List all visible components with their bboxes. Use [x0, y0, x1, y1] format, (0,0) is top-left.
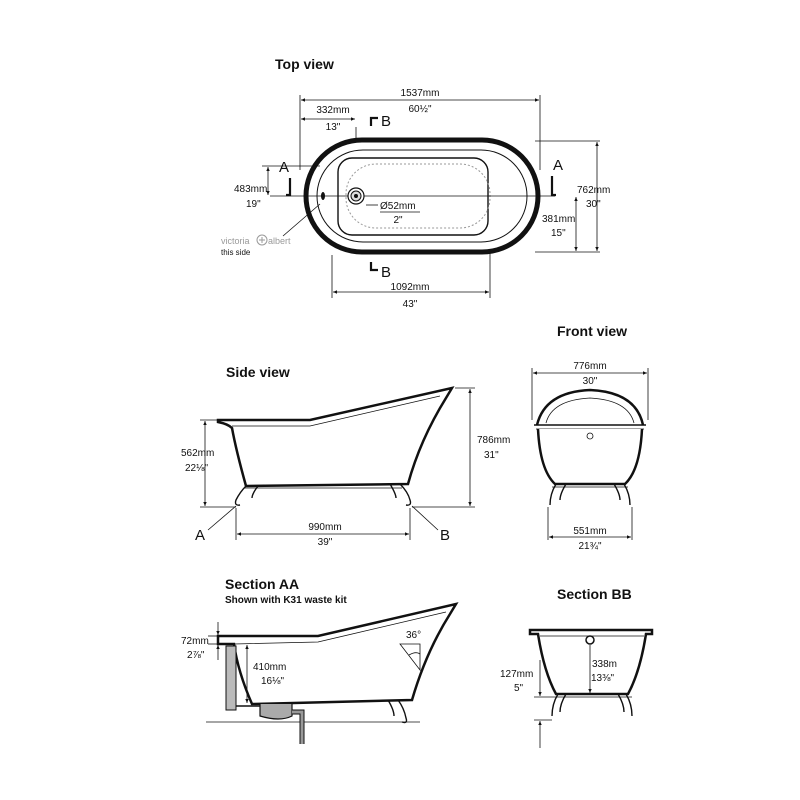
bb-depth-mm: 338m [592, 659, 617, 670]
top-width-in: 30" [583, 376, 598, 387]
inner-length-mm: 1092mm [391, 282, 430, 293]
aa-depth-in: 16⅛" [261, 676, 284, 687]
logo-victoria: victoria [221, 236, 250, 246]
waste-height-in: 19" [246, 199, 261, 210]
feet-span-in: 39" [318, 537, 333, 548]
waste-offset-mm: 332mm [316, 105, 349, 116]
inner-length-in: 43" [403, 299, 418, 310]
rim-height-in: 22⅛" [185, 463, 208, 474]
feet-span-mm: 990mm [308, 522, 341, 533]
base-width-in: 21¾" [578, 541, 601, 552]
section-aa-subtitle: Shown with K31 waste kit [225, 595, 347, 606]
back-height-mm: 786mm [477, 435, 510, 446]
side-view: Side view 562mm 22⅛" 786mm 31" 990mm 39"… [181, 364, 510, 548]
top-view-title: Top view [275, 56, 334, 72]
width-in: 30" [586, 199, 601, 210]
back-height-in: 31" [484, 450, 499, 461]
logo-note: this side [221, 248, 251, 257]
rim-thickness-mm: 72mm [181, 636, 209, 647]
half-width-in: 15" [551, 228, 566, 239]
section-bb-title: Section BB [557, 586, 632, 602]
waste-height-mm: 483mm [234, 184, 267, 195]
waste-dia-in: 2" [393, 215, 403, 226]
waste-dia-mm: Ø52mm [380, 201, 416, 212]
foot-height-mm: 127mm [500, 669, 533, 680]
side-view-title: Side view [226, 364, 290, 380]
top-width-mm: 776mm [573, 361, 606, 372]
rim-thickness-in: 2⅞" [187, 650, 205, 661]
section-bb: Section BB 338m 13⅜" 127mm 5" [500, 586, 654, 748]
aa-depth-mm: 410mm [253, 662, 286, 673]
aa-angle: 36° [406, 630, 421, 641]
section-a-left-label: A [279, 159, 289, 176]
foot-height-in: 5" [514, 683, 524, 694]
bb-depth-in: 13⅜" [591, 673, 614, 684]
section-a-right-label: A [553, 157, 563, 174]
section-aa-title: Section AA [225, 576, 299, 592]
logo-albert: albert [268, 236, 291, 246]
top-view: Top view 1537mm 60½" 332mm 13" B B A A [221, 56, 610, 310]
section-aa: Section AA Shown with K31 waste kit 72mm… [181, 576, 459, 744]
base-width-mm: 551mm [573, 526, 606, 537]
width-mm: 762mm [577, 185, 610, 196]
section-b-bottom-label: B [381, 264, 391, 281]
side-label-a: A [195, 527, 205, 544]
section-b-top-label: B [381, 113, 391, 130]
rim-height-mm: 562mm [181, 448, 214, 459]
front-view-title: Front view [557, 323, 627, 339]
logo-plus-icon [256, 234, 268, 246]
side-label-b: B [440, 527, 450, 544]
waste-offset-in: 13" [326, 122, 341, 133]
front-view: Front view 776mm 30" 551mm 21¾" [531, 323, 649, 552]
overall-length-mm: 1537mm [401, 88, 440, 99]
overall-length-in: 60½" [408, 104, 431, 115]
half-width-mm: 381mm [542, 214, 575, 225]
